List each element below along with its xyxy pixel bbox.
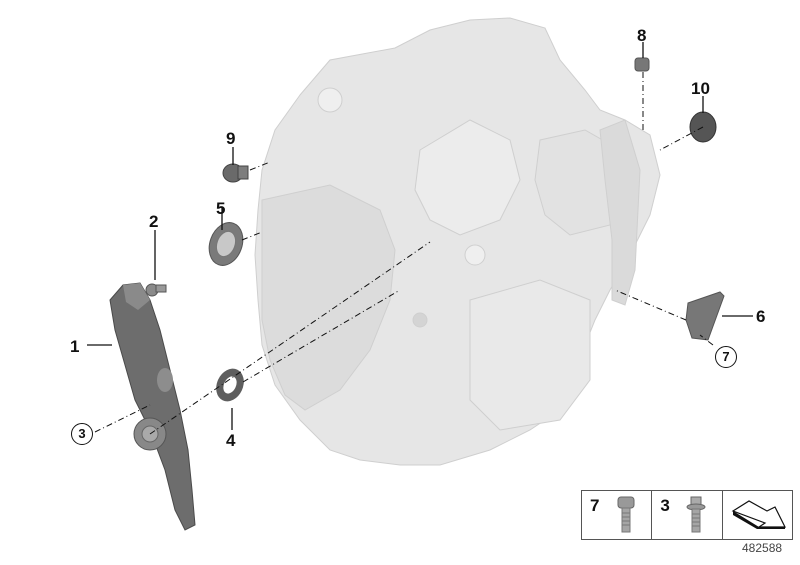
part-4-seal-ring (216, 368, 244, 402)
legend-number: 3 (660, 496, 670, 515)
part-5-seal-ring (208, 222, 244, 266)
callout-2: 2 (149, 212, 159, 231)
legend-cell-arrow (723, 491, 792, 539)
leader-lines (87, 42, 753, 430)
document-id: 482588 (742, 541, 783, 555)
legend-number: 7 (590, 496, 600, 515)
part-2-ball-stud (145, 283, 167, 297)
callout-5: 5 (216, 199, 226, 218)
part-1-release-lever (109, 282, 196, 531)
callout-1: 1 (70, 337, 80, 356)
transmission-housing (254, 17, 661, 466)
callout-6: 6 (756, 307, 766, 326)
callout-7-circled: 7 (715, 346, 737, 368)
callout-8: 8 (637, 26, 647, 45)
dashed-alignment-lines (94, 72, 714, 435)
torx-bolt-icon (617, 496, 635, 533)
callout-4: 4 (226, 431, 236, 450)
callout-3-circled: 3 (71, 423, 93, 445)
part-6-bracket (685, 291, 725, 341)
flange-bolt-icon (686, 496, 706, 533)
legend-cell-7: 7 (582, 491, 653, 539)
callout-9: 9 (226, 129, 236, 148)
callout-10: 10 (691, 79, 710, 98)
part-9-screw-plug (222, 163, 249, 183)
arrow-direction-icon (731, 500, 786, 529)
part-8-cap (634, 57, 650, 72)
legend-cell-3: 3 (652, 491, 723, 539)
fastener-legend: 7 3 (581, 490, 793, 540)
